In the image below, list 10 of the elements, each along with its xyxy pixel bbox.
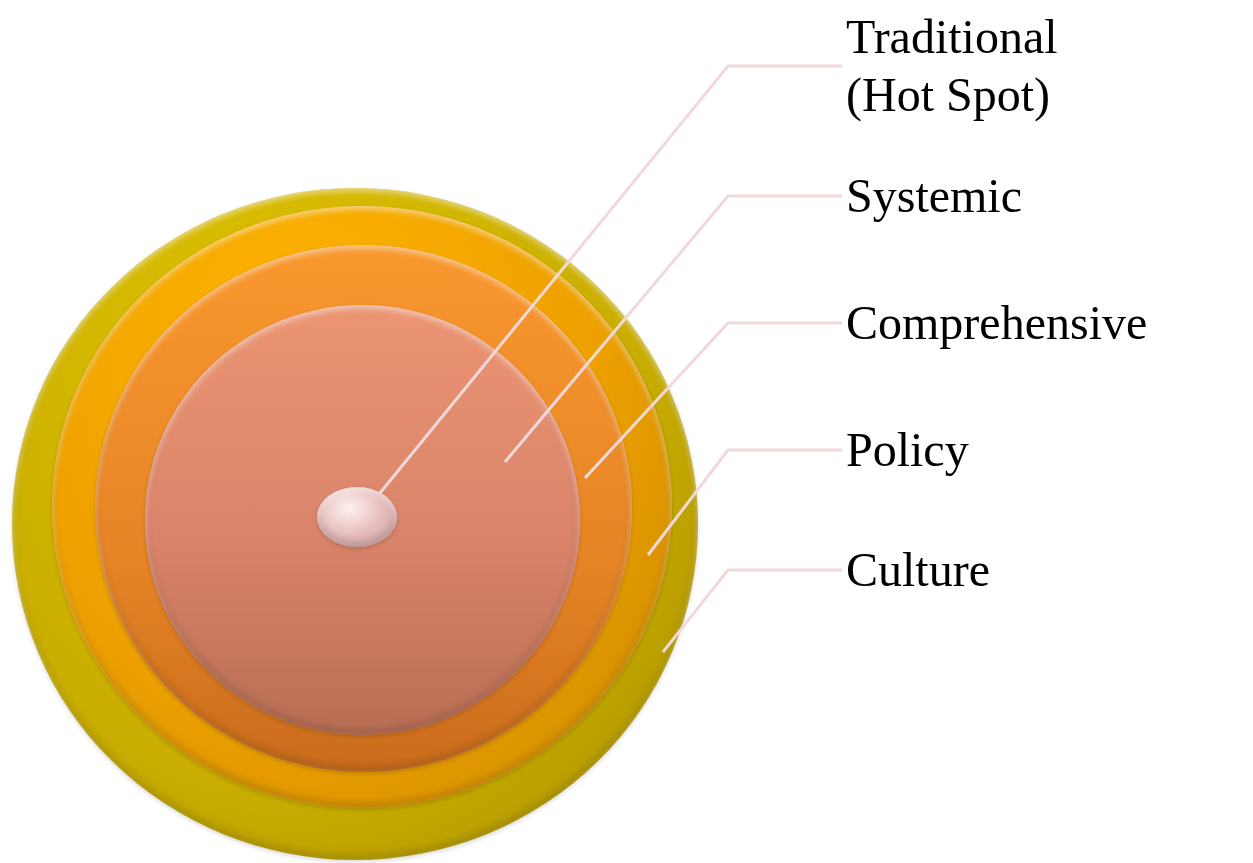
layer-label: Comprehensive xyxy=(846,294,1246,352)
layer-label: Policy xyxy=(846,421,1246,479)
leader-line xyxy=(661,568,842,653)
leader-line xyxy=(583,321,842,479)
leader-line xyxy=(378,64,842,494)
layer-label: Traditional (Hot Spot) xyxy=(846,8,1136,124)
leader-line xyxy=(503,194,842,463)
center-circle xyxy=(317,487,397,547)
layer-label: Culture xyxy=(846,541,1246,599)
layer-label: Systemic xyxy=(846,167,1246,225)
